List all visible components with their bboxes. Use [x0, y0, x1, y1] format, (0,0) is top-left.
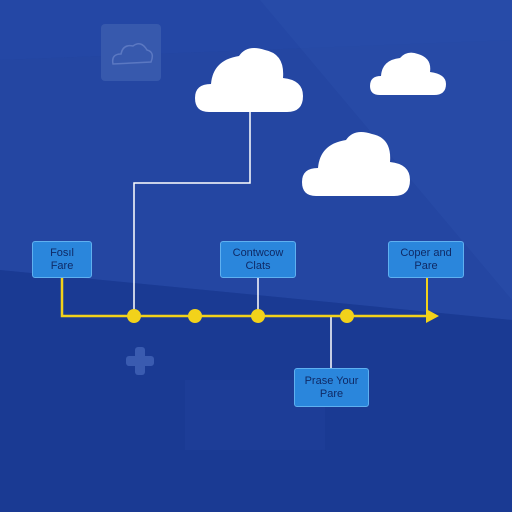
cloud-tile — [101, 24, 161, 81]
timeline-node — [251, 309, 265, 323]
timeline-node — [127, 309, 141, 323]
box-1-line2: Fare — [50, 259, 74, 272]
box-1: Fosıl Fare — [32, 241, 92, 278]
box-3: Coper and Pare — [388, 241, 464, 278]
timeline-node — [188, 309, 202, 323]
box-2-line1: Contwcow — [232, 246, 284, 259]
box-2: Contwcow Clats — [220, 241, 296, 278]
plus-icon — [126, 347, 154, 375]
cloud-tile-icon — [111, 43, 154, 65]
box-4: Prase Your Pare — [294, 368, 369, 407]
box-4-line1: Prase Your — [304, 374, 359, 387]
box-1-line1: Fosıl — [50, 246, 74, 259]
box-2-line2: Clats — [245, 259, 271, 272]
cloud-icon — [302, 128, 412, 198]
cloud-icon — [195, 44, 305, 114]
timeline-arrowhead — [426, 309, 439, 323]
cloud-connector — [133, 112, 251, 316]
box-4-line2: Pare — [319, 387, 344, 400]
timeline-node — [340, 309, 354, 323]
timeline — [60, 278, 428, 318]
box-3-line1: Coper and — [400, 246, 452, 259]
box-3-line2: Pare — [414, 259, 438, 272]
cloud-icon — [370, 50, 448, 96]
